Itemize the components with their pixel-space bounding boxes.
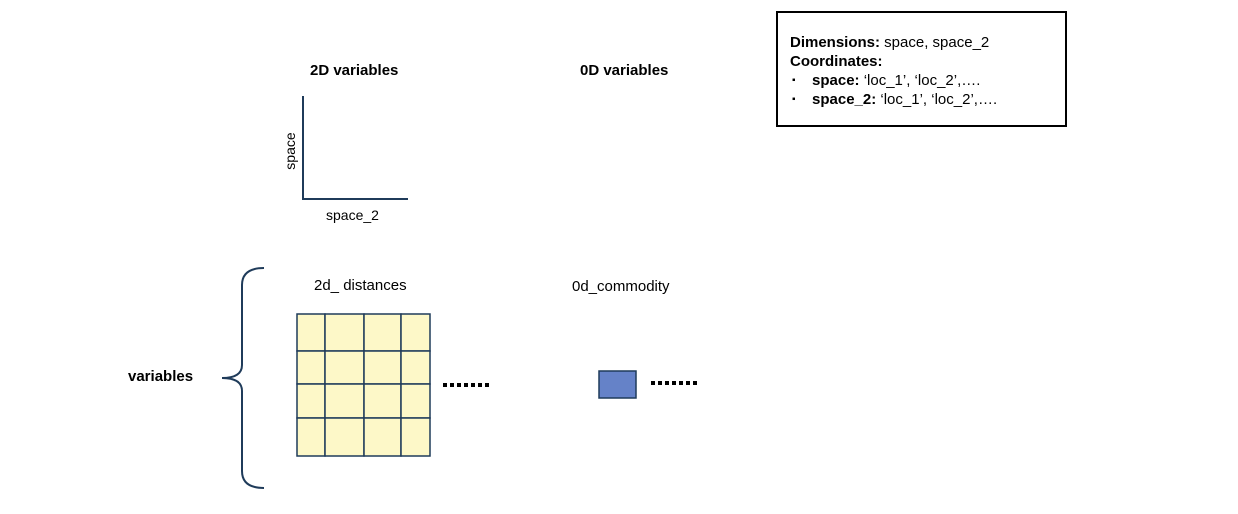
grid-cell — [324, 417, 365, 457]
coordinate-key: space_2: — [812, 91, 877, 108]
coordinate-value: ‘loc_1’, ‘loc_2’,…. — [859, 72, 981, 89]
grid-cell — [296, 383, 326, 419]
square-bullet-icon: ▪ — [792, 94, 796, 105]
square-bullet-icon: ▪ — [792, 75, 796, 86]
coordinate-item-space: ▪ space: ‘loc_1’, ‘loc_2’,…. — [790, 71, 1053, 90]
coordinate-item-space-2: ▪ space_2: ‘loc_1’, ‘loc_2’,…. — [790, 90, 1053, 109]
axes-2d — [302, 96, 408, 200]
y-axis-label: space — [282, 132, 298, 170]
grid-cell — [400, 383, 431, 419]
grid-cell — [363, 417, 402, 457]
dimensions-key: Dimensions: — [790, 34, 881, 51]
x-axis-label: space_2 — [326, 207, 379, 223]
grid-cell — [400, 417, 431, 457]
grid-cell — [324, 313, 365, 352]
dimensions-row: Dimensions: space, space_2 — [790, 33, 1053, 52]
heading-0d-variables: 0D variables — [580, 62, 669, 79]
commodity-square — [598, 370, 637, 399]
grid-cell — [400, 313, 431, 352]
coordinate-value: ‘loc_1’, ‘loc_2’,…. — [876, 91, 998, 108]
grid-cell — [324, 383, 365, 419]
grid-cell — [400, 350, 431, 385]
grid-cell — [296, 350, 326, 385]
coordinates-key: Coordinates: — [790, 53, 883, 70]
grid-cell — [296, 313, 326, 352]
variables-brace — [221, 267, 265, 489]
grid-cell — [363, 383, 402, 419]
grid-2d-distances — [296, 313, 431, 457]
heading-2d-variables: 2D variables — [310, 62, 399, 79]
dimensions-legend-box: Dimensions: space, space_2 Coordinates: … — [776, 11, 1067, 127]
grid-cell — [363, 350, 402, 385]
variables-label: variables — [128, 368, 194, 385]
var-0d-name: 0d_commodity — [572, 278, 670, 295]
dimensions-value: space, space_2 — [880, 34, 990, 51]
grid-cell — [324, 350, 365, 385]
grid-cell — [363, 313, 402, 352]
coordinate-key: space: — [812, 72, 860, 89]
grid-cell — [296, 417, 326, 457]
var-2d-name: 2d_ distances — [314, 277, 407, 294]
